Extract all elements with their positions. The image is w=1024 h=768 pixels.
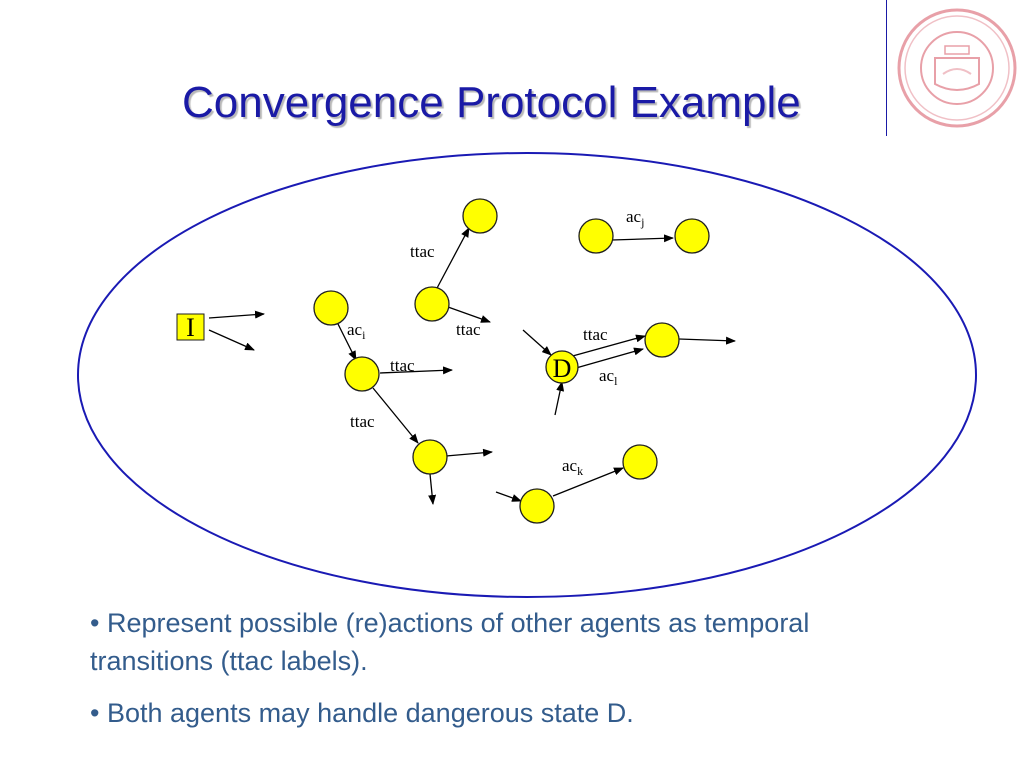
transition-arrow (435, 227, 470, 291)
dangerous-state-node (545, 350, 579, 384)
state-node (313, 290, 349, 326)
transition-arrow (554, 381, 565, 416)
transition-arrow (445, 448, 493, 457)
state-node (344, 356, 380, 392)
bullet-item: • Represent possible (re)actions of othe… (90, 608, 810, 676)
state-node (519, 488, 555, 524)
state-node (414, 286, 450, 322)
initial-state-box (176, 313, 205, 341)
transition-arrow (552, 467, 624, 497)
edge-label-ac-i: aci (347, 320, 366, 342)
edge-label-ttac: ttac (390, 356, 415, 375)
transition-arrow (208, 329, 255, 351)
edge-label-ac-l: acl (599, 366, 618, 388)
transition-arrow (447, 306, 491, 323)
state-node (622, 444, 658, 480)
slide-title: Convergence Protocol Example (182, 78, 801, 127)
state-node (412, 439, 448, 475)
edge-label-ttac: ttac (456, 320, 481, 339)
state-node (578, 218, 614, 254)
state-node (674, 218, 710, 254)
edge-label-ac-k: ack (562, 456, 583, 478)
edge-label-ttac: ttac (410, 242, 435, 261)
state-node (462, 198, 498, 234)
bullet-list: • Represent possible (re)actions of othe… (90, 604, 890, 746)
transition-arrow (678, 336, 736, 345)
transition-arrow (522, 329, 552, 356)
university-seal (886, 0, 1024, 136)
transition-arrow (372, 387, 419, 444)
transition-arrow (337, 323, 357, 361)
bullet-item: • Both agents may handle dangerous state… (90, 698, 634, 728)
edge-label-ttac: ttac (350, 412, 375, 431)
transition-arrow (428, 473, 437, 505)
state-node (644, 322, 680, 358)
transition-arrow (379, 366, 453, 375)
initial-state-label: I (186, 313, 195, 342)
states (313, 198, 710, 524)
edge-label-ac-j: acj (626, 207, 644, 229)
seal-graphic (897, 8, 1017, 128)
state-space-ellipse (77, 152, 977, 598)
transition-arrows (208, 227, 736, 505)
state-diagram: I D ttac ttac ttac ttac ttac aci acj acl… (77, 152, 977, 598)
transition-arrow (568, 334, 646, 358)
transition-arrow (495, 491, 522, 502)
edge-label-ttac: ttac (583, 325, 608, 344)
transition-arrow (611, 234, 674, 243)
dangerous-state-label: D (553, 354, 572, 383)
transition-arrow (208, 310, 265, 319)
transition-arrow (568, 347, 644, 371)
